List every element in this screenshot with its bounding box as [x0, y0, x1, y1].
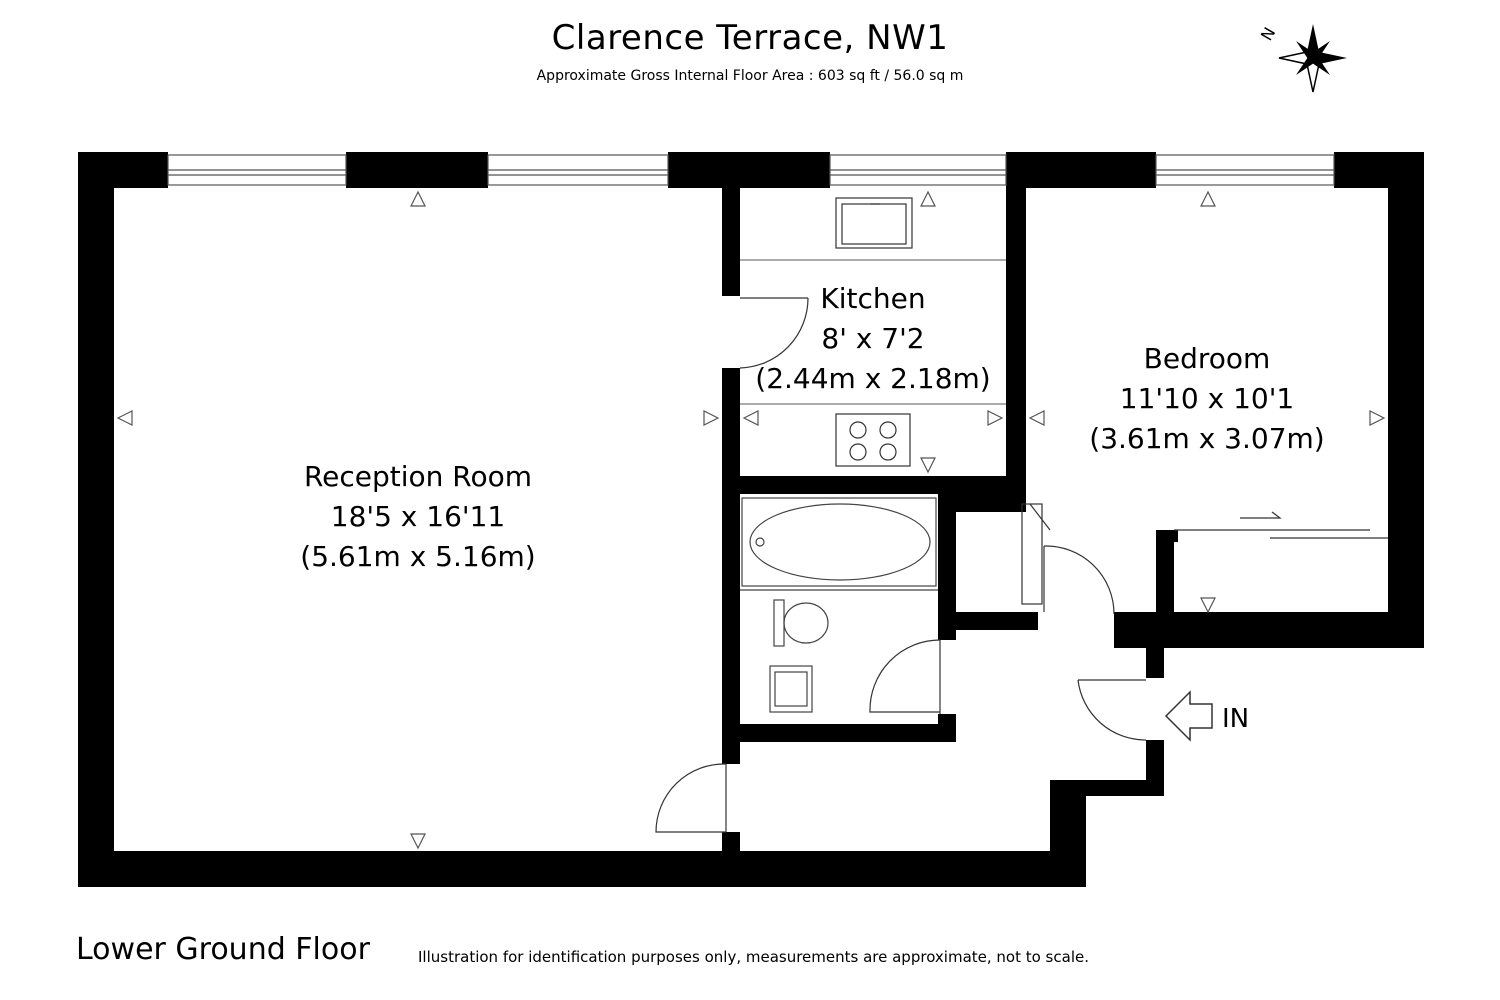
- bedroom-metric: (3.61m x 3.07m): [1089, 422, 1324, 455]
- measurement-markers: [116, 190, 1386, 850]
- walls: [78, 152, 1424, 887]
- reception-room-metric: (5.61m x 5.16m): [300, 540, 535, 573]
- reception-room-imperial: 18'5 x 16'11: [331, 500, 505, 533]
- disclaimer-text: Illustration for identification purposes…: [418, 948, 1089, 966]
- floor-area-subtitle: Approximate Gross Internal Floor Area : …: [536, 68, 964, 84]
- toilet-icon: [773, 599, 785, 647]
- kitchen-name: Kitchen: [820, 282, 925, 315]
- compass-north-letter: N: [1257, 24, 1279, 44]
- bedroom-label: Bedroom 11'10 x 10'1 (3.61m x 3.07m): [1089, 342, 1324, 455]
- bathtub-icon: [741, 497, 937, 587]
- kitchen-imperial: 8' x 7'2: [821, 322, 924, 355]
- kitchen-metric: (2.44m x 2.18m): [755, 362, 990, 395]
- compass-rose-icon: [1278, 24, 1347, 93]
- bathroom-fittings: [740, 497, 938, 713]
- windows: [167, 154, 1335, 186]
- plan-title: Clarence Terrace, NW1: [551, 18, 949, 58]
- kitchen-sink-icon: [835, 197, 913, 249]
- entrance-label: IN: [1222, 704, 1249, 734]
- reception-room-name: Reception Room: [304, 460, 532, 493]
- doors: [655, 297, 1388, 833]
- washbasin-icon: [769, 665, 813, 713]
- bedroom-imperial: 11'10 x 10'1: [1120, 382, 1294, 415]
- kitchen-fittings: [740, 197, 1006, 467]
- hob-icon: [835, 413, 911, 467]
- reception-room-label: Reception Room 18'5 x 16'11 (5.61m x 5.1…: [300, 460, 535, 573]
- entrance-arrow-icon: [1164, 690, 1213, 742]
- bedroom-name: Bedroom: [1144, 342, 1271, 375]
- floor-name: Lower Ground Floor: [76, 932, 370, 967]
- kitchen-label: Kitchen 8' x 7'2 (2.44m x 2.18m): [755, 282, 990, 395]
